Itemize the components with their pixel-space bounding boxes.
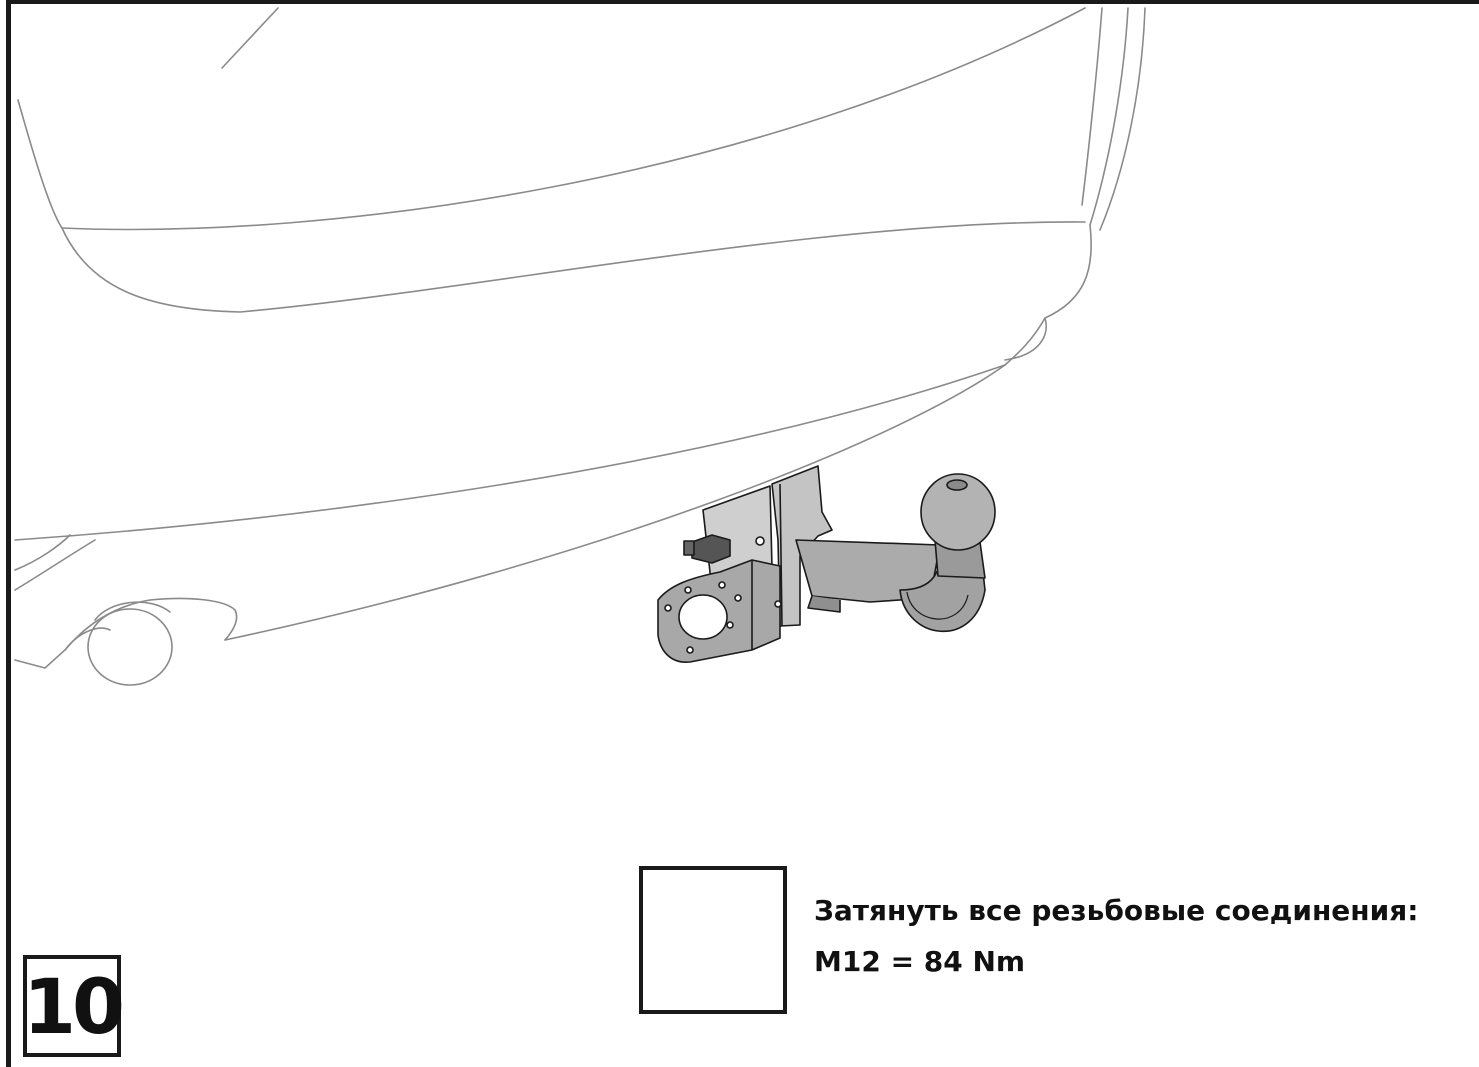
car-body-outline bbox=[14, 7, 1146, 686]
torque-spec-text: M12 = 84 Nm bbox=[814, 945, 1026, 978]
instruction-text: Затянуть все резьбовые соединения: bbox=[814, 894, 1419, 927]
tool-icon-frame bbox=[639, 866, 787, 1014]
step-number: 10 bbox=[23, 962, 125, 1051]
tow-hitch bbox=[657, 465, 996, 663]
step-number-box: 10 bbox=[23, 955, 125, 1057]
frame-left-border bbox=[6, 0, 11, 1067]
frame-top-border bbox=[6, 0, 1479, 4]
